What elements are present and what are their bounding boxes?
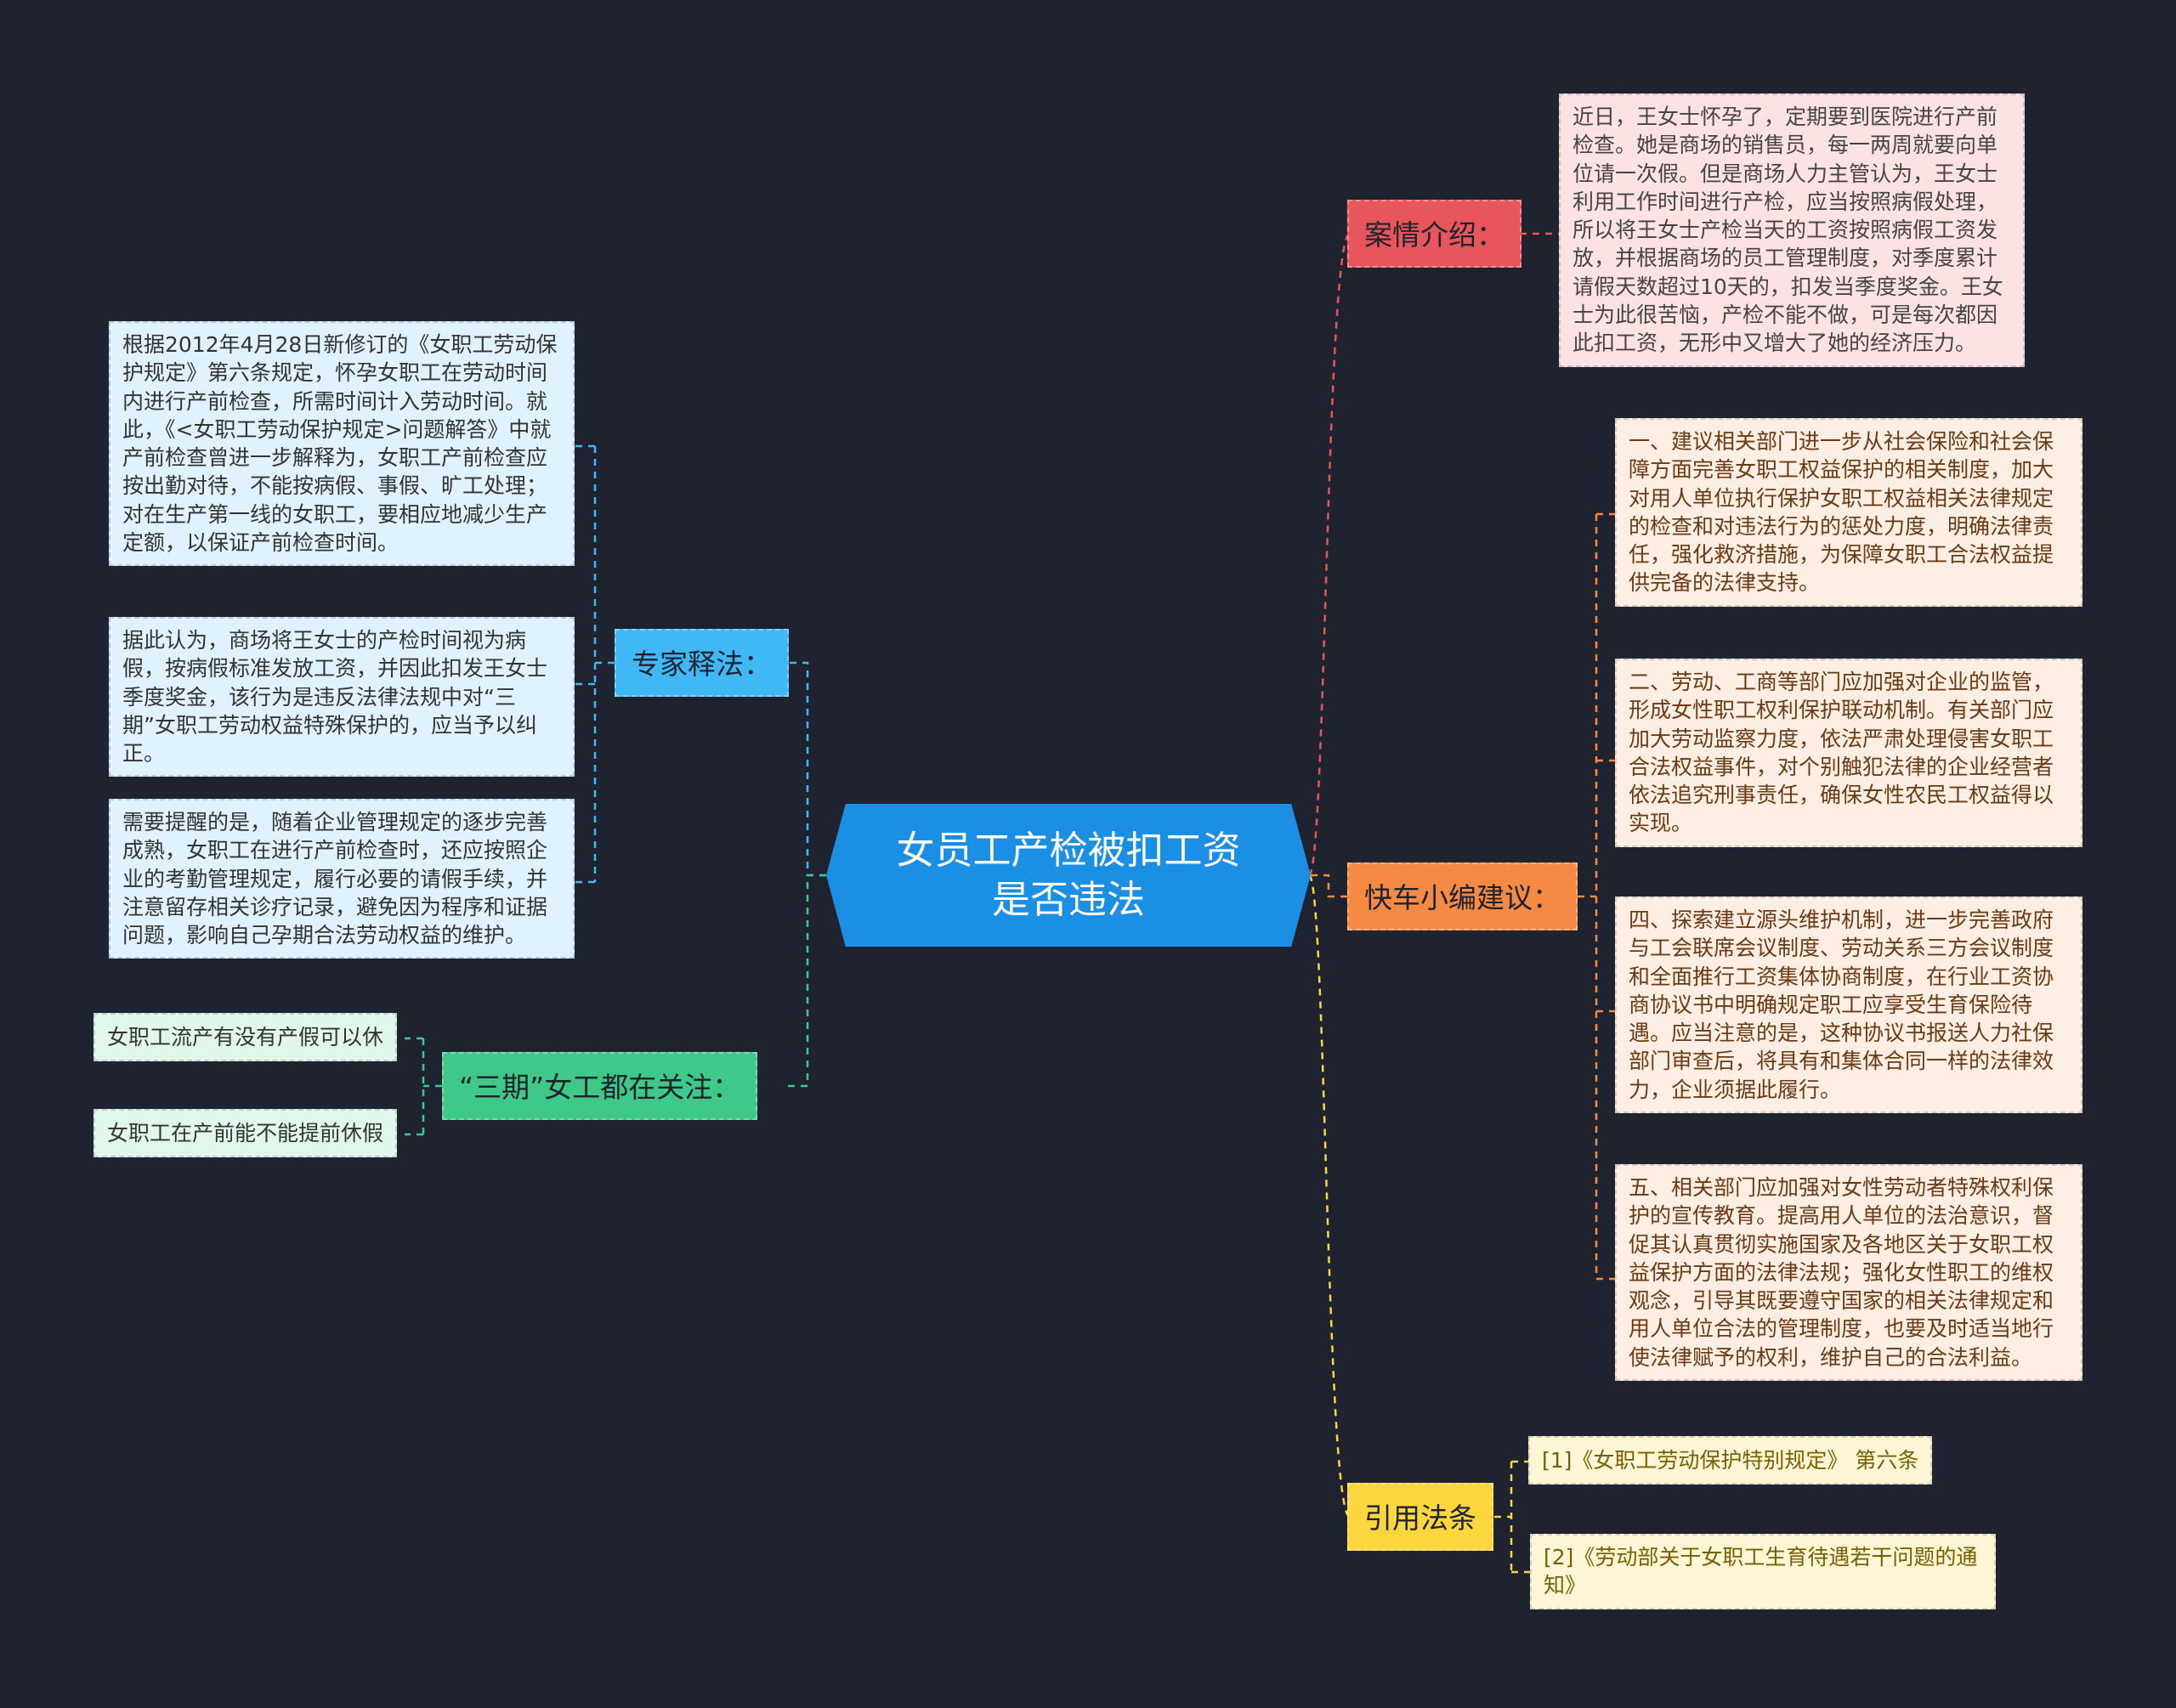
- advice-item-text: 五、相关部门应加强对女性劳动者特殊权利保护的宣传教育。提高用人单位的法治意识，督…: [1629, 1175, 2054, 1370]
- branch-expert-label: 专家释法：: [632, 648, 772, 681]
- branch-expert[interactable]: 专家释法：: [615, 629, 789, 697]
- branch-three-label: “三期”女工都在关注：: [459, 1071, 741, 1104]
- branch-case-label: 案情介绍：: [1364, 218, 1504, 252]
- link-advice-items: [1578, 512, 1618, 1281]
- branch-advice-label: 快车小编建议：: [1364, 881, 1561, 914]
- branch-law[interactable]: 引用法条: [1347, 1483, 1493, 1551]
- expert-item-1[interactable]: 根据2012年4月28日新修订的《女职工劳动保护规定》第六条规定，怀孕女职工在劳…: [109, 321, 575, 567]
- advice-item-text: 四、探索建立源头维护机制，进一步完善政府与工会联席会议制度、劳动关系三方会议制度…: [1629, 908, 2054, 1102]
- expert-item-2[interactable]: 据此认为，商场将王女士的产检时间视为病假，按病假标准发放工资，并因此扣发王女士季…: [109, 617, 575, 778]
- advice-item-3[interactable]: 四、探索建立源头维护机制，进一步完善政府与工会联席会议制度、劳动关系三方会议制度…: [1615, 896, 2082, 1114]
- expert-item-text: 需要提醒的是，随着企业管理规定的逐步完善成熟，女职工在进行产前检查时，还应按照企…: [122, 810, 548, 948]
- advice-item-text: 二、劳动、工商等部门应加强对企业的监管，形成女性职工权利保护联动机制。有关部门应…: [1629, 670, 2054, 836]
- expert-item-text: 根据2012年4月28日新修订的《女职工劳动保护规定》第六条规定，怀孕女职工在劳…: [122, 332, 558, 556]
- link-three: [786, 874, 826, 1088]
- advice-item-text: 一、建议相关部门进一步从社会保险和社会保障方面完善女职工权益保护的相关制度，加大…: [1629, 429, 2054, 596]
- law-item-text: [1]《女职工劳动保护特别规定》 第六条: [1542, 1448, 1919, 1473]
- case-text: 近日，王女士怀孕了，定期要到医院进行产前检查。她是商场的销售员，每一两周就要向单…: [1572, 105, 2003, 356]
- link-law-items: [1494, 1460, 1535, 1574]
- law-item-2[interactable]: [2]《劳动部关于女职工生育待遇若干问题的通知》: [1530, 1534, 1996, 1609]
- law-item-text: [2]《劳动部关于女职工生育待遇若干问题的通知》: [1544, 1545, 1978, 1598]
- three-item-text: 女职工流产有没有产假可以休: [107, 1025, 384, 1049]
- branch-law-label: 引用法条: [1364, 1502, 1476, 1535]
- link-three-items: [405, 1037, 442, 1136]
- three-item-2[interactable]: 女职工在产前能不能提前休假: [94, 1109, 398, 1157]
- three-item-text: 女职工在产前能不能提前休假: [107, 1121, 384, 1145]
- leaf-case-text[interactable]: 近日，王女士怀孕了，定期要到医院进行产前检查。她是商场的销售员，每一两周就要向单…: [1559, 93, 2025, 367]
- branch-advice[interactable]: 快车小编建议：: [1347, 862, 1578, 930]
- law-item-1[interactable]: [1]《女职工劳动保护特别规定》 第六条: [1528, 1436, 1933, 1485]
- expert-item-text: 据此认为，商场将王女士的产检时间视为病假，按病假标准发放工资，并因此扣发王女士季…: [122, 628, 548, 766]
- expert-item-3[interactable]: 需要提醒的是，随着企业管理规定的逐步完善成熟，女职工在进行产前检查时，还应按照企…: [109, 799, 575, 959]
- link-expert: [786, 661, 826, 877]
- advice-item-1[interactable]: 一、建议相关部门进一步从社会保险和社会保障方面完善女职工权益保护的相关制度，加大…: [1615, 418, 2082, 607]
- advice-item-4[interactable]: 五、相关部门应加强对女性劳动者特殊权利保护的宣传教育。提高用人单位的法治意识，督…: [1615, 1164, 2082, 1382]
- link-advice: [1311, 874, 1350, 898]
- root-topic[interactable]: 女员工产检被扣工资是否违法: [826, 804, 1311, 947]
- link-case: [1307, 232, 1352, 877]
- root-title: 女员工产检被扣工资是否违法: [896, 828, 1241, 922]
- branch-three[interactable]: “三期”女工都在关注：: [442, 1052, 758, 1120]
- three-item-1[interactable]: 女职工流产有没有产假可以休: [94, 1013, 398, 1061]
- link-expert-items: [575, 444, 615, 884]
- branch-case[interactable]: 案情介绍：: [1347, 200, 1522, 268]
- advice-item-2[interactable]: 二、劳动、工商等部门应加强对企业的监管，形成女性职工权利保护联动机制。有关部门应…: [1615, 659, 2082, 847]
- link-law: [1307, 874, 1352, 1519]
